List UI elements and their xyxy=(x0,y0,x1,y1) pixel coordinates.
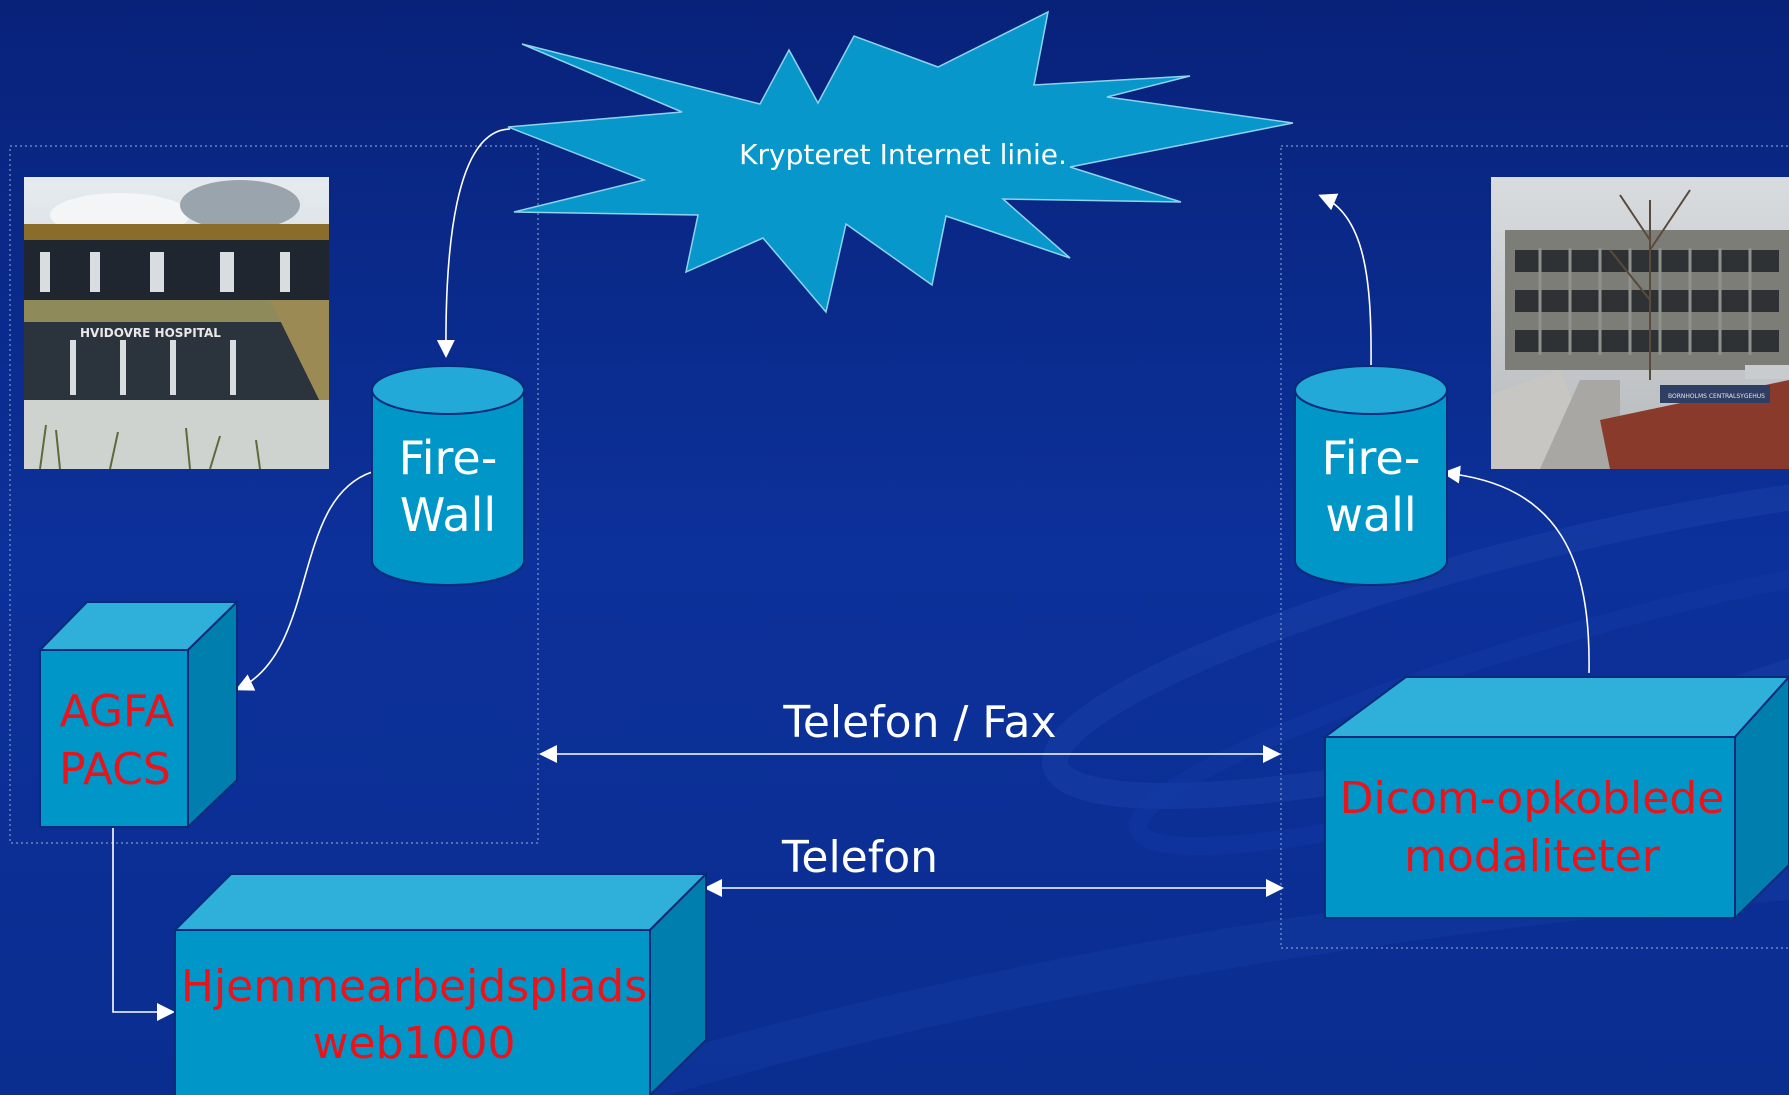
cloud-shape xyxy=(507,10,1294,314)
pacs-label-line2: PACS xyxy=(59,744,171,795)
home-workstation-box: Hjemmearbejdsplads web1000 xyxy=(172,871,709,1095)
modalities-label-line2: modaliteter xyxy=(1404,831,1661,882)
left-firewall: Fire- Wall xyxy=(371,365,525,586)
phone-label: Telefon xyxy=(781,832,938,883)
left-hospital-photo: HVIDOVRE HOSPITAL xyxy=(24,177,329,470)
right-firewall: Fire- wall xyxy=(1294,365,1448,586)
left-firewall-line2: Wall xyxy=(400,488,496,542)
modalities-to-right-firewall-link xyxy=(1442,465,1590,674)
left-site-region xyxy=(9,145,539,844)
modalities-label-line1: Dicom-opkoblede xyxy=(1340,773,1725,824)
internet-cloud: Krypteret Internet linie. xyxy=(507,10,1294,314)
right-firewall-to-cloud-link xyxy=(1318,193,1372,368)
connectors xyxy=(112,128,1590,1021)
home-label-line1: Hjemmearbejdsplads xyxy=(181,961,647,1012)
left-firewall-to-pacs-link xyxy=(235,471,373,691)
cloud-to-left-firewall-link xyxy=(436,128,511,358)
left-photo-sign: HVIDOVRE HOSPITAL xyxy=(80,326,221,340)
right-hospital-photo: BORNHOLMS CENTRALSYGEHUS xyxy=(1491,177,1789,469)
right-firewall-line2: wall xyxy=(1325,488,1416,542)
right-site-region xyxy=(1280,145,1789,949)
pacs-label-line1: AGFA xyxy=(60,686,175,737)
pacs-server-box: AGFA PACS xyxy=(37,599,240,830)
cloud-label: Krypteret Internet linie. xyxy=(739,138,1067,171)
left-firewall-line1: Fire- xyxy=(399,431,498,485)
right-firewall-line1: Fire- xyxy=(1322,431,1421,485)
dicom-modalities-box: Dicom-opkoblede modaliteter xyxy=(1321,675,1789,921)
right-photo-sign: BORNHOLMS CENTRALSYGEHUS xyxy=(1668,393,1765,400)
pacs-to-home-link xyxy=(112,827,175,1021)
phone-fax-label: Telefon / Fax xyxy=(782,697,1056,748)
home-label-line2: web1000 xyxy=(313,1018,516,1069)
